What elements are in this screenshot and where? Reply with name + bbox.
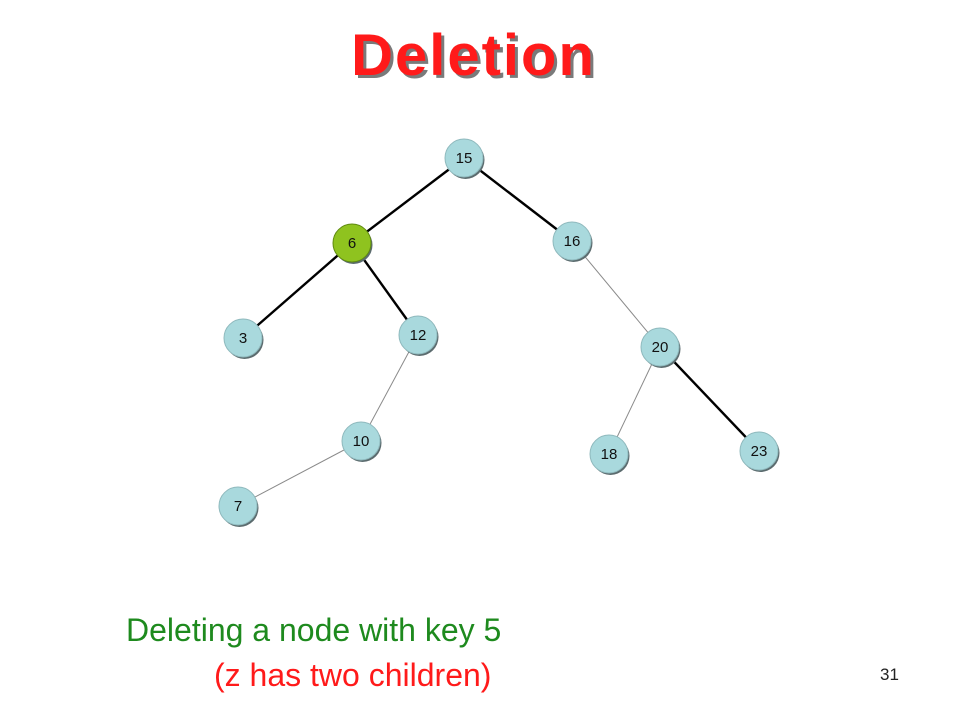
tree-node-10: 10 — [341, 421, 382, 462]
node-key: 10 — [353, 433, 370, 450]
node-circle — [552, 221, 592, 261]
tree-node-16: 16 — [552, 221, 593, 262]
node-circle — [332, 223, 372, 263]
node-key: 15 — [456, 150, 473, 167]
node-circle — [739, 431, 779, 471]
node-circle — [398, 315, 438, 355]
node-circle — [218, 486, 258, 526]
node-key: 12 — [410, 327, 427, 344]
tree-nodes: 15 6 16 3 12 20 10 18 23 7 — [218, 138, 780, 527]
edge-n6-n3 — [242, 242, 353, 339]
tree-node-6: 6 — [332, 223, 373, 264]
node-key: 6 — [348, 235, 356, 252]
edge-n12-n10 — [360, 334, 419, 442]
node-key: 16 — [564, 233, 581, 250]
edge-n15-n6 — [351, 157, 465, 244]
node-circle — [341, 421, 381, 461]
node-circle — [589, 434, 629, 474]
tree-node-23: 23 — [739, 431, 780, 472]
tree-node-18: 18 — [589, 434, 630, 475]
node-key: 18 — [601, 446, 618, 463]
node-key: 3 — [239, 330, 247, 347]
node-key: 7 — [234, 498, 242, 515]
edge-n20-n23 — [659, 346, 760, 452]
tree-node-15: 15 — [444, 138, 485, 179]
tree-node-20: 20 — [640, 327, 681, 368]
node-circle — [640, 327, 680, 367]
node-circle — [444, 138, 484, 178]
node-circle — [223, 318, 263, 358]
node-key: 20 — [652, 339, 669, 356]
tree-node-7: 7 — [218, 486, 259, 527]
caption-line-2: (z has two children) — [214, 657, 492, 693]
tree-node-3: 3 — [223, 318, 264, 359]
page-number: 31 — [880, 665, 899, 684]
tree-edges — [237, 157, 760, 507]
node-key: 23 — [751, 443, 768, 460]
edge-n10-n7 — [237, 440, 362, 507]
caption-line-1: Deleting a node with key 5 — [126, 612, 502, 648]
edge-n16-n20 — [571, 240, 661, 348]
slide-title: Deletion — [351, 23, 596, 88]
edge-n15-n16 — [463, 157, 573, 242]
tree-node-12: 12 — [398, 315, 439, 356]
